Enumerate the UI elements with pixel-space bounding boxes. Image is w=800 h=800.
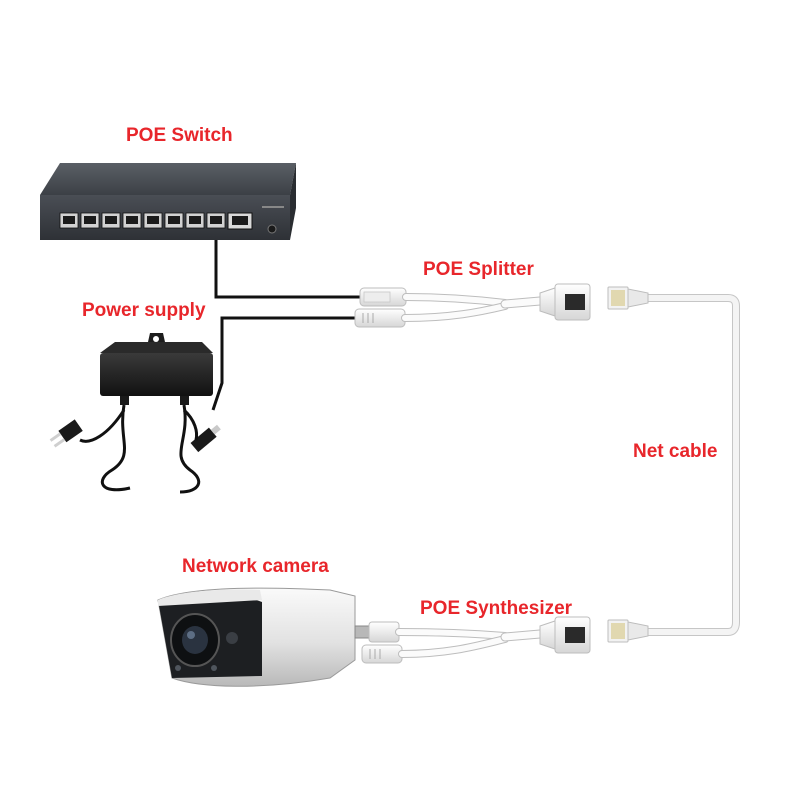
switch-port-socket	[189, 216, 201, 224]
switch-marking	[262, 206, 284, 208]
uplink-port-socket	[232, 216, 248, 225]
bullet-camera-icon	[157, 587, 356, 687]
power-supply-label: Power supply	[82, 300, 206, 321]
power-to-splitter-cable	[211, 316, 355, 411]
rj45-cable-icon	[607, 286, 740, 643]
switch-port-socket	[168, 216, 180, 224]
switch-port-socket	[105, 216, 117, 224]
switch-port-socket	[84, 216, 96, 224]
poe-splitter-label: POE Splitter	[423, 259, 534, 280]
switch-port-socket	[126, 216, 138, 224]
switch-port-group	[59, 212, 226, 229]
power-adapter-icon	[49, 333, 221, 494]
network-camera-label: Network camera	[182, 556, 329, 577]
poe-splitter-icon	[354, 283, 591, 328]
switch-to-splitter-cable	[214, 240, 360, 299]
poe-synthesizer-icon	[354, 616, 591, 664]
switch-port-socket	[147, 216, 159, 224]
net-cable-label: Net cable	[633, 441, 718, 462]
dc-jack-icon	[267, 224, 277, 234]
poe-synthesizer-label: POE Synthesizer	[420, 598, 573, 619]
poe-switch-label: POE Switch	[126, 125, 233, 146]
switch-port-socket	[210, 216, 222, 224]
switch-port-socket	[63, 216, 75, 224]
poe-switch-icon	[40, 163, 296, 240]
